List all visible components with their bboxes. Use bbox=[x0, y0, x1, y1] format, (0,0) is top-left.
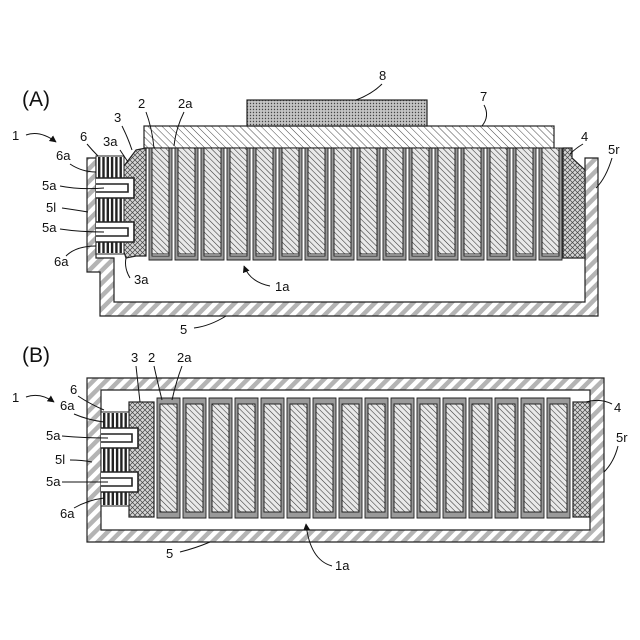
panel-b-label: (B) bbox=[22, 344, 50, 367]
label-rib-lower-b: 5a bbox=[46, 474, 61, 489]
label-cell: 2 bbox=[138, 96, 145, 111]
cell-a bbox=[386, 148, 403, 254]
label-spring: 6 bbox=[80, 129, 87, 144]
cell-b bbox=[342, 404, 359, 512]
label-end-plate-right-b: 4 bbox=[614, 400, 621, 415]
label-bottom-face: 1a bbox=[275, 279, 290, 294]
cell-b bbox=[420, 404, 437, 512]
cell-a bbox=[360, 148, 377, 254]
cell-a bbox=[464, 148, 481, 254]
cell-a bbox=[334, 148, 351, 254]
arrow-assembly-b bbox=[26, 395, 54, 402]
cell-a bbox=[256, 148, 273, 254]
label-spring-arm-lower: 6a bbox=[54, 254, 69, 269]
label-end-plate-hook-lower: 3a bbox=[134, 272, 149, 287]
label-rib-lower: 5a bbox=[42, 220, 57, 235]
cell-b bbox=[238, 404, 255, 512]
label-top-block: 8 bbox=[379, 68, 386, 83]
cell-b bbox=[186, 404, 203, 512]
cell-a bbox=[230, 148, 247, 254]
panel-a-label: (A) bbox=[22, 88, 50, 111]
cell-a bbox=[204, 148, 221, 254]
label-assembly: 1 bbox=[12, 128, 19, 143]
label-assembly-b: 1 bbox=[12, 390, 19, 405]
label-rib-upper-b: 5a bbox=[46, 428, 61, 443]
cell-b bbox=[290, 404, 307, 512]
label-case-side-left-b: 5l bbox=[55, 452, 65, 467]
label-spring-b: 6 bbox=[70, 382, 77, 397]
leader-end-plate-left bbox=[122, 126, 132, 150]
cell-b bbox=[524, 404, 541, 512]
leader-end-plate-hook-lower bbox=[126, 258, 131, 278]
label-cell-tab: 2a bbox=[178, 96, 193, 111]
cell-b bbox=[316, 404, 333, 512]
leader-case-b bbox=[180, 542, 210, 552]
cell-a bbox=[516, 148, 533, 254]
top-block bbox=[247, 100, 427, 126]
cell-a bbox=[282, 148, 299, 254]
cell-b bbox=[446, 404, 463, 512]
cell-b bbox=[394, 404, 411, 512]
label-cell-b: 2 bbox=[148, 350, 155, 365]
cell-a bbox=[438, 148, 455, 254]
label-spring-arm-upper-b: 6a bbox=[60, 398, 75, 413]
label-case-side-left: 5l bbox=[46, 200, 56, 215]
cell-stack-a bbox=[149, 148, 562, 260]
label-end-plate-right: 4 bbox=[581, 129, 588, 144]
cell-a bbox=[412, 148, 429, 254]
label-spring-arm-lower-b: 6a bbox=[60, 506, 75, 521]
label-end-plate-hook-upper: 3a bbox=[103, 134, 118, 149]
cell-a bbox=[152, 148, 169, 254]
cell-b bbox=[212, 404, 229, 512]
cell-b bbox=[160, 404, 177, 512]
label-rib-upper: 5a bbox=[42, 178, 57, 193]
arrow-bottom-face bbox=[244, 266, 270, 286]
label-spring-arm-upper: 6a bbox=[56, 148, 71, 163]
panel-a: (A) 1 6 6a 5a 5l 5a 6a 3 bbox=[12, 68, 620, 337]
label-case-side-right: 5r bbox=[608, 142, 620, 157]
label-bottom-face-b: 1a bbox=[335, 558, 350, 573]
leader-spring bbox=[87, 144, 98, 156]
cell-a bbox=[178, 148, 195, 254]
label-end-plate-left: 3 bbox=[114, 110, 121, 125]
label-case-b: 5 bbox=[166, 546, 173, 561]
end-plate-left-b bbox=[129, 402, 154, 517]
end-plate-right-b bbox=[573, 402, 590, 517]
end-plate-right bbox=[563, 148, 585, 258]
leader-top-plate bbox=[482, 105, 487, 126]
label-end-plate-left-b: 3 bbox=[131, 350, 138, 365]
label-case-side-right-b: 5r bbox=[616, 430, 628, 445]
panel-b: (B) 1 3 2 2a 6 6a 5a 5l 5a 6a 4 bbox=[12, 344, 628, 573]
arrow-assembly bbox=[26, 134, 56, 142]
label-top-plate: 7 bbox=[480, 89, 487, 104]
cell-b bbox=[264, 404, 281, 512]
top-plate bbox=[144, 126, 554, 148]
cell-b bbox=[368, 404, 385, 512]
label-cell-tab-b: 2a bbox=[177, 350, 192, 365]
cell-b bbox=[550, 404, 567, 512]
leader-top-block bbox=[356, 84, 382, 100]
leader-case bbox=[194, 316, 226, 328]
cell-stack-b bbox=[157, 398, 570, 518]
label-case: 5 bbox=[180, 322, 187, 337]
leader-case-side-left bbox=[62, 208, 88, 212]
cell-a bbox=[542, 148, 559, 254]
cell-a bbox=[308, 148, 325, 254]
cell-a bbox=[490, 148, 507, 254]
cell-b bbox=[498, 404, 515, 512]
cell-b bbox=[472, 404, 489, 512]
leader-case-side-right-b bbox=[604, 446, 618, 472]
